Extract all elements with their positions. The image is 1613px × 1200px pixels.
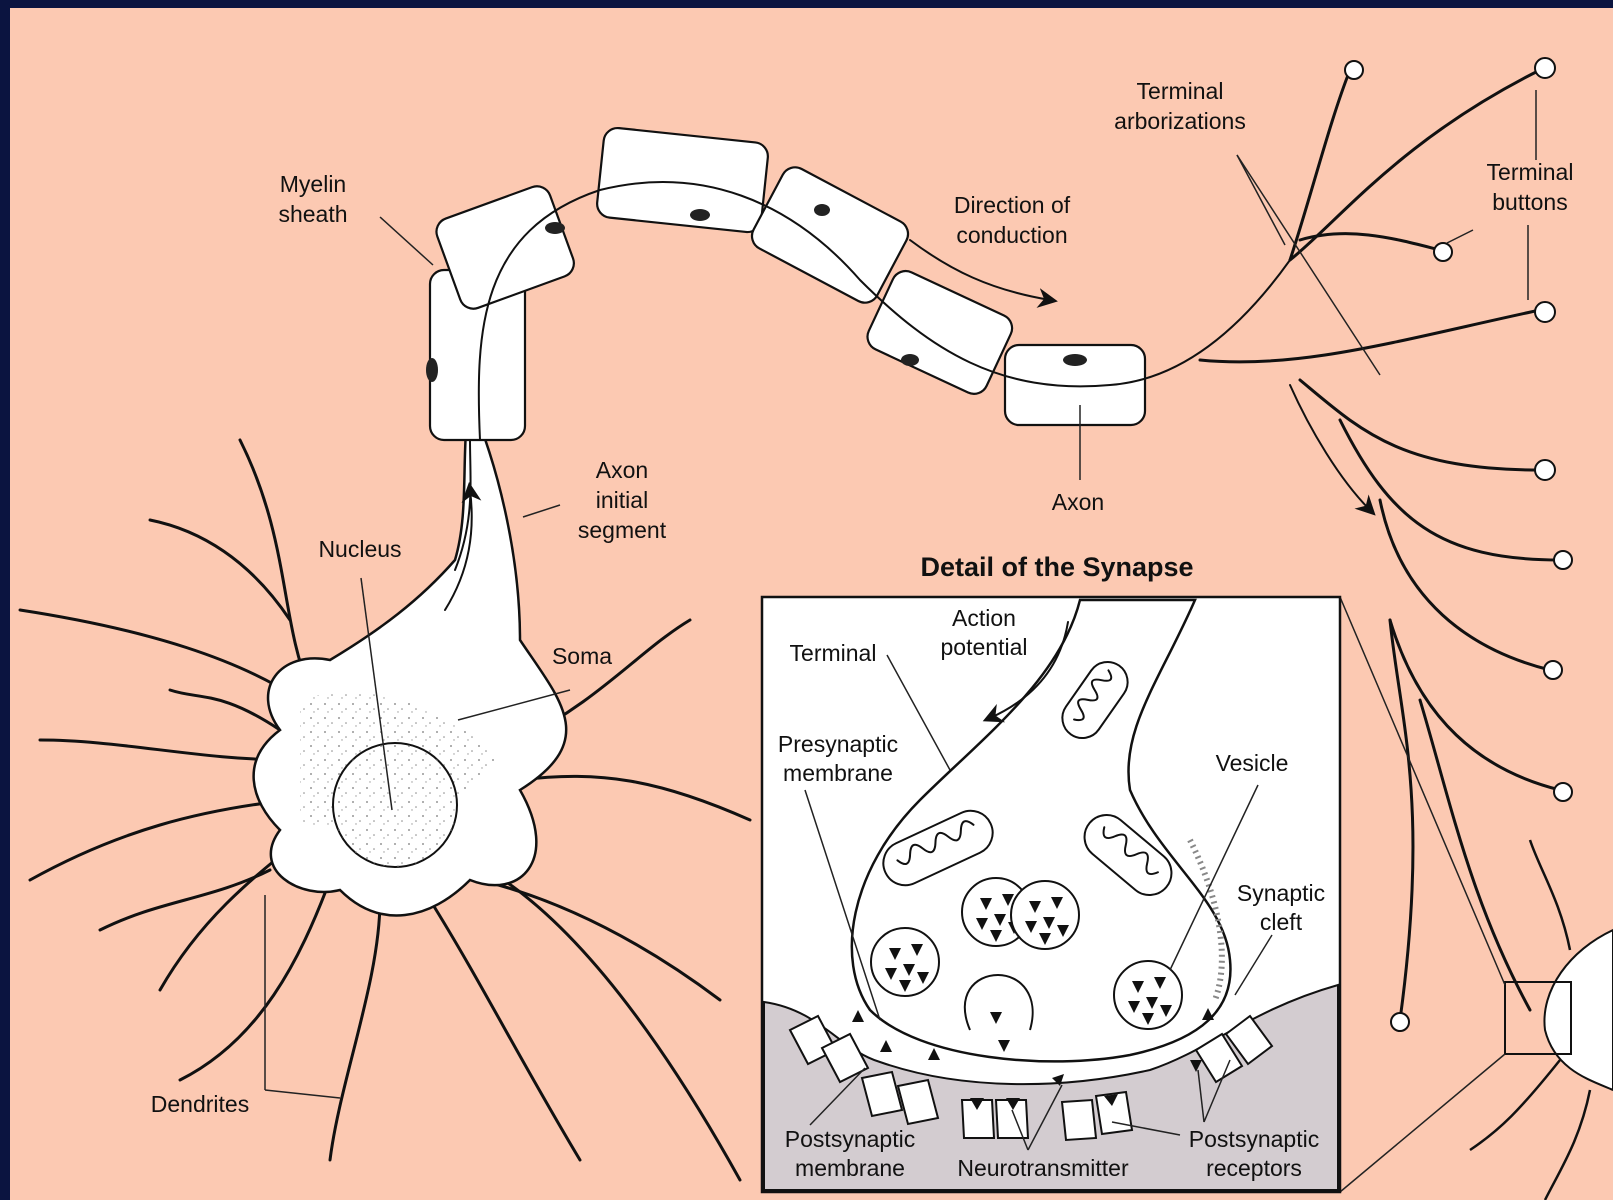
label-vesicle: Vesicle bbox=[1216, 750, 1289, 776]
label-arborizations-line2: arborizations bbox=[1114, 108, 1246, 134]
label-dendrites: Dendrites bbox=[151, 1091, 249, 1117]
vesicle-icon bbox=[1114, 961, 1182, 1029]
label-direction-line1: Direction of bbox=[954, 192, 1071, 218]
label-action-potential-line1: Action bbox=[952, 605, 1016, 631]
label-initial-segment-line1: Axon bbox=[596, 457, 648, 483]
inset-title: Detail of the Synapse bbox=[920, 552, 1193, 582]
label-myelin-sheath-line1: Myelin bbox=[280, 171, 346, 197]
label-arborizations-line1: Terminal bbox=[1137, 78, 1224, 104]
label-initial-segment-line2: initial bbox=[596, 487, 648, 513]
label-receptors-line1: Postsynaptic bbox=[1189, 1126, 1319, 1152]
vesicle-icon bbox=[1011, 881, 1079, 949]
label-nucleus: Nucleus bbox=[318, 536, 401, 562]
label-buttons-line2: buttons bbox=[1492, 189, 1567, 215]
label-axon: Axon bbox=[1052, 489, 1104, 515]
label-direction-line2: conduction bbox=[956, 222, 1067, 248]
label-synaptic-cleft-line2: cleft bbox=[1260, 909, 1303, 935]
label-myelin-sheath-line2: sheath bbox=[278, 201, 347, 227]
label-terminal: Terminal bbox=[790, 640, 877, 666]
label-soma: Soma bbox=[552, 643, 612, 669]
label-postsynaptic-membrane-line2: membrane bbox=[795, 1155, 905, 1181]
label-presynaptic-line1: Presynaptic bbox=[778, 731, 898, 757]
label-buttons-line1: Terminal bbox=[1487, 159, 1574, 185]
vesicle-icon bbox=[871, 928, 939, 996]
label-postsynaptic-membrane-line1: Postsynaptic bbox=[785, 1126, 915, 1152]
label-action-potential-line2: potential bbox=[941, 634, 1028, 660]
label-synaptic-cleft-line1: Synaptic bbox=[1237, 880, 1325, 906]
label-neurotransmitter: Neurotransmitter bbox=[957, 1155, 1129, 1181]
label-presynaptic-line2: membrane bbox=[783, 760, 893, 786]
label-receptors-line2: receptors bbox=[1206, 1155, 1302, 1181]
label-initial-segment-line3: segment bbox=[578, 517, 667, 543]
